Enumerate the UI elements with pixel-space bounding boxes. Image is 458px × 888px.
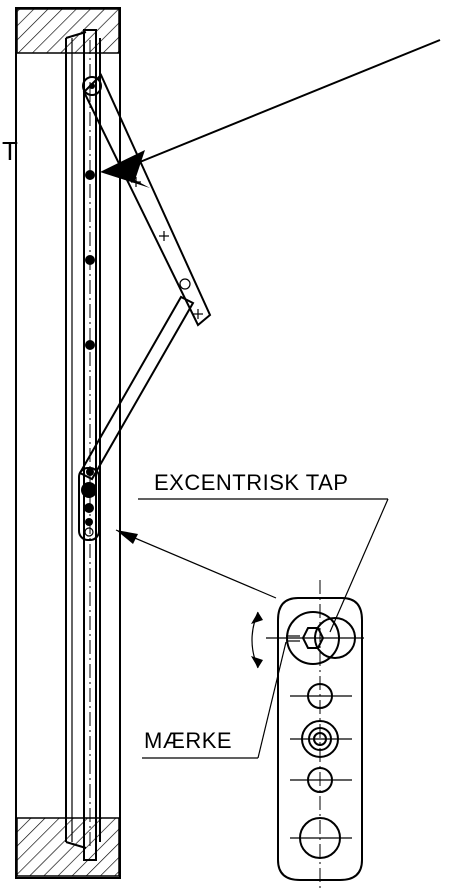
mark-label: MÆRKE	[144, 728, 232, 753]
upper-arm-pivot	[82, 76, 102, 96]
mark-leader	[257, 641, 287, 759]
plate-hole	[290, 683, 352, 709]
rail-rivet	[86, 468, 94, 476]
pointer-arrow-top	[100, 39, 441, 188]
frame-bottom-bevel	[65, 841, 87, 849]
lower-arm-body	[78, 295, 195, 481]
top-hatched-section	[16, 8, 120, 54]
stay-rail	[83, 29, 97, 861]
upper-arm-body	[82, 73, 212, 327]
excentric-pin-leader	[329, 498, 389, 633]
bottom-hatched-section	[16, 817, 120, 877]
detail-link-plate	[251, 580, 364, 888]
t-mark-symbol: T	[2, 136, 18, 166]
slider-hole	[81, 482, 97, 498]
plate-outline	[277, 597, 363, 881]
rotation-arrow-head-top	[251, 612, 263, 624]
rail-rivet	[85, 255, 95, 265]
arrow-head	[100, 150, 150, 188]
plate-hole	[290, 767, 352, 793]
arrow-leader-line	[129, 39, 441, 167]
slider-outline	[78, 467, 100, 541]
rail-rivet	[85, 340, 95, 350]
slider-block	[78, 467, 100, 541]
mark-callout: MÆRKE	[142, 641, 287, 759]
excentric-pin	[266, 611, 364, 665]
excentric-pin-callout: EXCENTRISK TAP	[138, 470, 389, 633]
slider-hole	[84, 503, 94, 513]
upper-arm	[82, 73, 212, 327]
upper-arm-rivet-mark	[159, 231, 169, 241]
frame-outline	[15, 7, 121, 879]
upper-arm-hole	[179, 278, 191, 290]
upper-arm-pivot-pin	[89, 83, 95, 89]
excentric-pin-label: EXCENTRISK TAP	[154, 470, 348, 495]
detail-arrow	[115, 529, 277, 599]
rotation-arrow-head-bottom	[251, 656, 263, 668]
t-mark-label: T	[2, 136, 18, 166]
rotation-arrow	[251, 611, 263, 669]
slider-hole	[85, 518, 93, 526]
window-frame	[15, 7, 121, 879]
detail-arrow-head	[116, 530, 138, 544]
frame-top-bevel	[65, 31, 87, 39]
slider-hole	[84, 527, 94, 537]
upper-arm-rivet-mark	[193, 309, 203, 319]
plate-center-bushing	[290, 720, 352, 758]
plate-hole-large	[290, 817, 352, 859]
lower-arm	[78, 295, 195, 481]
detail-leader-line	[115, 529, 277, 599]
rail-rivet	[85, 170, 95, 180]
